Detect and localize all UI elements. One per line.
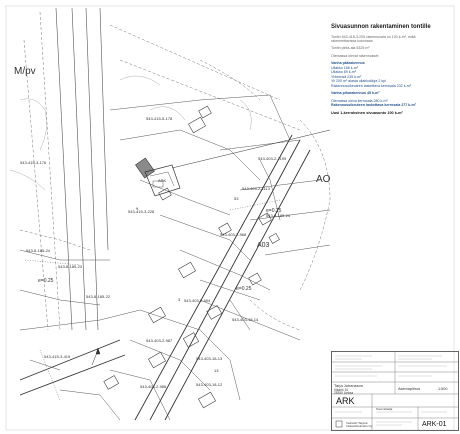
note-line: Ullakko 166 k-m² [331, 65, 358, 70]
dashed-boundaries [19, 11, 331, 331]
parcel-lines [19, 94, 331, 421]
parcel-label: 543-415-5-178 [146, 116, 173, 121]
parcel-label: 543-403-2-988 [140, 384, 167, 389]
main-roads [19, 134, 311, 421]
long-plot-lines [55, 7, 109, 331]
designer-label: Suunnittelija [376, 407, 393, 411]
note-line: Rakennusoikeuteen laskettava kerrosala 2… [331, 83, 411, 88]
north-arrow-icon [91, 347, 101, 366]
number-label: 9 [136, 206, 139, 211]
note-line: Olemassa oleva kerrosala 280 k-m² [331, 98, 388, 103]
drawing-title: Asemapiirros [398, 387, 420, 391]
note-line: Tontin pinta-ala 5325 m² [331, 46, 370, 51]
note-line: rakennettavissa kokonaan [331, 38, 373, 43]
leader-line [171, 129, 331, 169]
parcel-label: 543-403-2-987 [146, 338, 173, 343]
number-label: 3 [178, 297, 181, 302]
a03-label: A03 [257, 242, 270, 249]
owner-address-1: Vikarin 10 [334, 388, 348, 392]
parcel-label: 543-403-18-12 [196, 382, 223, 387]
sheet-number: ARK-01 [422, 421, 447, 428]
title-block: Tarja Johansson Vikarin 10 25350 Lieksa … [331, 351, 459, 431]
parcel-label: 543-415-3-228 [128, 209, 155, 214]
mpv-label: M/pv [14, 66, 36, 77]
drawing-scale: 1:500 [438, 387, 448, 391]
ao-label: AO [316, 174, 331, 185]
note-title: Sivuasunnon rakentaminen tontille [331, 24, 431, 30]
parcel-label: 543-403-2-1113 [242, 186, 271, 191]
note-line: Yhteensä 235 k-m² [331, 74, 362, 79]
note-line: Tontin 543-415-3-205 rakennusala on 100 … [331, 34, 416, 39]
building-note: Sivuasunnon rakentaminen tontille Tontin… [331, 24, 456, 116]
parcel-label: 543-8-185-24 [26, 248, 51, 253]
note-line: Ullakko 89 k-m² [331, 70, 356, 75]
number-label: 13 [214, 368, 219, 373]
parcel-label: 543-415-3-176 [20, 160, 47, 165]
terrain-lines [9, 75, 252, 191]
parcel-label: 543-415-3-419 [44, 354, 71, 359]
company-logo-icon [335, 420, 343, 428]
parcel-label: 543-8-185-23 [58, 264, 83, 269]
note-lines: Tontin 543-415-3-205 rakennusala on 100 … [331, 35, 456, 116]
parcel-label: 543-8-185-22 [86, 294, 111, 299]
note-line: Uusi 1-kerroksinen sivuasunto 100 k-m² [331, 110, 403, 115]
title-block-grid: Tarja Johansson Vikarin 10 25350 Lieksa … [332, 352, 458, 430]
dotted-lines [24, 199, 281, 401]
company-name-1: Insinööri Tarja E. [346, 421, 368, 425]
parcel-label: 543-403-2-968 [220, 232, 247, 237]
note-line: Rakennusoikeuteen laskettava kerrosala 2… [331, 103, 416, 108]
efficiency-label-2: e=0.25 [236, 286, 252, 292]
note-line: Vanha päärakennus [331, 61, 365, 66]
number-label: 53 [234, 196, 239, 201]
efficiency-label-1: e=0.25 [266, 208, 282, 214]
parcel-label: 543-403-18-14 [232, 317, 259, 322]
company-name-2: Insinööritoimisto Oy [346, 424, 373, 428]
note-line: Vanha piharakennus 45 k-m² [331, 91, 380, 96]
parcel-label: 543-403-18-13 [196, 356, 223, 361]
note-line: Yli 200 m² alasta ullakkotiloja 2 kpl [331, 79, 386, 84]
parcel-label: 543-403-2-1199 [258, 156, 287, 161]
drawing-frame [5, 5, 455, 431]
efficiency-label-3: e=0.25 [38, 278, 54, 284]
drawing-type: ARK [336, 396, 355, 406]
parcel-label: 543-403-2-694 [184, 298, 211, 303]
owner-name: Tarja Johansson [334, 383, 363, 388]
parcel-label: 543-8-185-24 [266, 213, 291, 218]
target-ark-label: ARK [158, 178, 167, 183]
target-plot [135, 157, 181, 197]
map-labels: M/pv AO A03 e=0.25 e=0.25 e=0.25 ARK 543… [14, 66, 331, 389]
buildings [103, 105, 280, 409]
note-line: Olemassa olevat rakennukset: [331, 53, 380, 58]
owner-address-2: 25350 Lieksa [334, 391, 353, 395]
